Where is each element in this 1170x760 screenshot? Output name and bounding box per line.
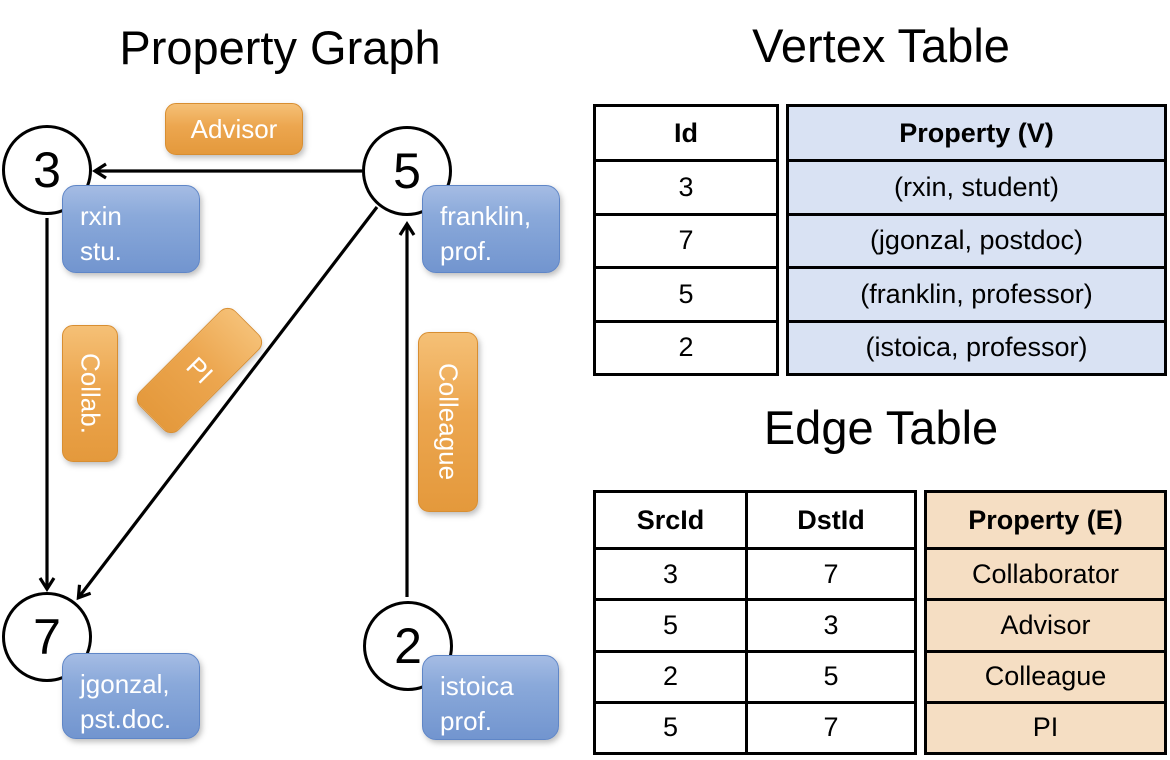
edge-table-title: Edge Table: [763, 401, 999, 454]
edge-table-dst-cell: 3: [748, 598, 914, 649]
edge-label-text: Colleague: [433, 363, 464, 481]
vertex-table-id-column: Id 3 7 5 2: [593, 104, 779, 376]
edge-table-src-cell: 5: [596, 700, 748, 752]
edge-table-property-column: Property (E) Collaborator Advisor Collea…: [924, 490, 1167, 755]
property-graph-title: Property Graph: [119, 21, 441, 74]
edge-pi-arrow-5-to-7: [76, 206, 379, 601]
vertex-table-id-cell: 7: [596, 212, 776, 267]
edge-table-src-cell: 3: [596, 547, 748, 599]
property-line: prof.: [440, 705, 493, 736]
edge-table-property-cell: PI: [927, 700, 1164, 752]
vertex-id-label: 7: [33, 609, 61, 665]
edge-table-dst-header: DstId: [797, 504, 865, 535]
edge-table-src-cell: 5: [596, 598, 748, 650]
vertex-table-property-cell: (franklin, professor): [789, 266, 1164, 320]
edge-label-collab: Collab.: [62, 325, 118, 462]
property-line: stu.: [80, 235, 122, 266]
property-line: rxin: [80, 201, 122, 231]
vertex-table-property-cell: (rxin, student): [789, 159, 1164, 213]
property-line: jgonzal,: [80, 669, 170, 699]
vertex-property-box-franklin: franklin, prof.: [422, 185, 560, 273]
vertex-table-id-cell: 5: [596, 266, 776, 320]
vertex-table-id-cell: 2: [596, 319, 776, 374]
vertex-table-id-header: Id: [674, 117, 698, 148]
edge-table-src-header: SrcId: [596, 493, 748, 547]
vertex-id-label: 3: [33, 142, 61, 198]
edge-table-property-cell: Collaborator: [927, 547, 1164, 598]
vertex-table-property-column: Property (V) (rxin, student) (jgonzal, p…: [786, 104, 1167, 376]
vertex-table-property-header: Property (V): [899, 117, 1054, 148]
edge-table-src-cell: 2: [596, 649, 748, 701]
property-line: prof.: [440, 235, 493, 266]
edge-table-src-dst-columns: SrcId DstId 3 7 5 3 2 5 5 7: [593, 490, 917, 755]
vertex-property-box-istoica: istoica prof.: [422, 655, 559, 740]
edge-label-text: PI: [180, 350, 220, 390]
vertex-table-property-cell: (jgonzal, postdoc): [789, 212, 1164, 267]
vertex-id-label: 2: [394, 618, 422, 674]
edge-label-text: Collab.: [75, 353, 106, 434]
vertex-property-box-rxin: rxin stu.: [62, 185, 200, 273]
vertex-table-title: Vertex Table: [752, 19, 1010, 72]
vertex-id-label: 5: [393, 143, 421, 199]
edge-table-dst-cell: 7: [748, 700, 914, 752]
vertex-table-property-cell: (istoica, professor): [789, 319, 1164, 374]
edge-label-advisor: Advisor: [165, 103, 303, 155]
vertex-circle-3: 3: [2, 125, 92, 215]
edge-table-property-cell: Advisor: [927, 598, 1164, 649]
property-line: istoica: [440, 671, 514, 701]
edge-label-text: Advisor: [190, 113, 278, 144]
edge-table-property-cell: Colleague: [927, 649, 1164, 701]
edge-table-property-header: Property (E): [968, 504, 1123, 535]
edge-table-dst-cell: 5: [748, 649, 914, 701]
vertex-table-id-cell: 3: [596, 159, 776, 213]
property-line: franklin,: [440, 201, 532, 231]
edge-table-dst-cell: 7: [748, 547, 914, 598]
edge-label-colleague: Colleague: [418, 332, 478, 512]
vertex-property-box-jgonzal: jgonzal, pst.doc.: [62, 653, 200, 739]
property-line: pst.doc.: [80, 703, 172, 734]
